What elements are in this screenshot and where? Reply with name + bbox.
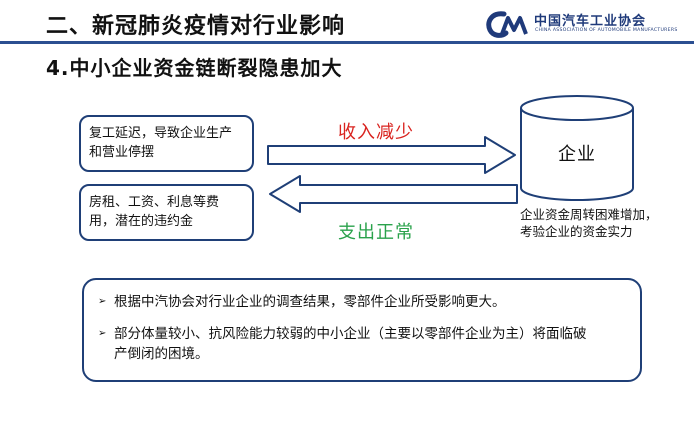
caam-logo: 中国汽车工业协会 CHINA ASSOCIATION OF AUTOMOBILE… — [484, 8, 684, 42]
cause-box-delay-text: 复工延迟，导致企业生产和营业停摆 — [89, 126, 233, 160]
flow-arrows — [267, 136, 518, 213]
left-arrow-icon — [269, 175, 518, 213]
cause-box-costs-text: 房租、工资、利息等费用，潜在的违约金 — [89, 195, 220, 229]
arrow-bullet-icon: ➢ — [98, 296, 107, 307]
logo-name-cn: 中国汽车工业协会 — [534, 14, 647, 29]
arrow-bullet-icon: ➢ — [98, 328, 107, 339]
header-divider — [0, 41, 694, 44]
cause-box-delay: 复工延迟，导致企业生产和营业停摆 — [79, 115, 254, 172]
caam-logo-icon — [486, 11, 528, 38]
slide-subtitle: 4.中小企业资金链断裂隐患加大 — [46, 56, 343, 80]
summary-bullet: ➢ 根据中汽协会对行业企业的调查结果，零部件企业所受影响更大。 — [98, 292, 628, 312]
logo-name-en: CHINA ASSOCIATION OF AUTOMOBILE MANUFACT… — [535, 28, 678, 33]
page-title: 二、新冠肺炎疫情对行业影响 — [46, 14, 346, 39]
summary-box: ➢ 根据中汽协会对行业企业的调查结果，零部件企业所受影响更大。 ➢ 部分体量较小… — [82, 278, 642, 382]
summary-bullet: ➢ 部分体量较小、抗风险能力较弱的中小企业（主要以零部件企业为主）将面临破产倒闭… — [98, 324, 598, 364]
income-decrease-label: 收入减少 — [338, 122, 414, 143]
expense-normal-label: 支出正常 — [338, 222, 414, 243]
summary-bullet-text: 根据中汽协会对行业企业的调查结果，零部件企业所受影响更大。 — [114, 294, 506, 310]
right-arrow-icon — [267, 136, 516, 174]
enterprise-label: 企业 — [558, 144, 596, 165]
summary-bullet-text: 部分体量较小、抗风险能力较弱的中小企业（主要以零部件企业为主）将面临破产倒闭的困… — [114, 326, 587, 362]
cause-box-costs: 房租、工资、利息等费用，潜在的违约金 — [79, 184, 254, 241]
enterprise-note: 企业资金周转困难增加，考验企业的资金实力 — [520, 207, 658, 239]
enterprise-cylinder-icon — [520, 95, 634, 201]
